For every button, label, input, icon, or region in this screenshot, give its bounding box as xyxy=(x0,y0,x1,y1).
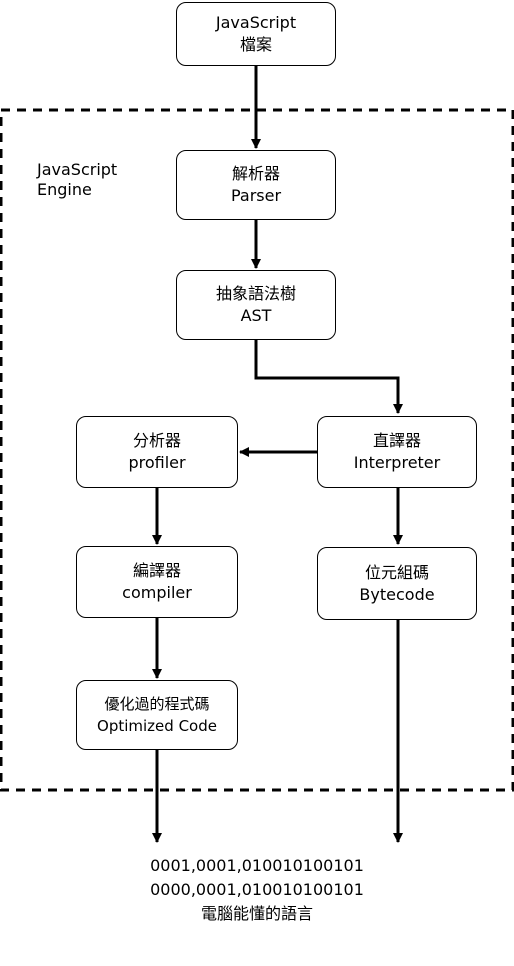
node-optimized-code-line2: Optimized Code xyxy=(97,717,217,735)
node-compiler-line1: 編譯器 xyxy=(132,561,181,580)
node-ast: 抽象語法樹 AST xyxy=(176,270,336,340)
machine-code-output: 0001,0001,010010100101 0000,0001,0100101… xyxy=(0,854,514,926)
node-js-file: JavaScript 檔案 xyxy=(176,2,336,66)
node-interpreter-line1: 直譯器 xyxy=(372,431,421,450)
output-line1: 0001,0001,010010100101 xyxy=(150,856,364,875)
engine-label-line2: Engine xyxy=(37,180,92,199)
arrow-ast-to-interpreter xyxy=(254,340,403,414)
node-parser-line1: 解析器 xyxy=(231,164,280,183)
output-caption: 電腦能懂的語言 xyxy=(200,904,313,923)
engine-label-line1: JavaScript xyxy=(37,160,118,179)
engine-label: JavaScript Engine xyxy=(37,160,117,200)
node-bytecode: 位元組碼 Bytecode xyxy=(317,547,477,620)
node-interpreter: 直譯器 Interpreter xyxy=(317,416,477,488)
node-optimized-code: 優化過的程式碼 Optimized Code xyxy=(76,680,238,750)
node-compiler: 編譯器 compiler xyxy=(76,546,238,618)
node-compiler-line2: compiler xyxy=(122,583,192,602)
node-ast-line1: 抽象語法樹 xyxy=(215,284,296,303)
node-profiler: 分析器 profiler xyxy=(76,416,238,488)
node-profiler-line2: profiler xyxy=(128,453,186,472)
node-optimized-code-line1: 優化過的程式碼 xyxy=(104,695,210,713)
output-line2: 0000,0001,010010100101 xyxy=(150,880,364,899)
node-bytecode-line1: 位元組碼 xyxy=(364,562,429,582)
node-ast-line2: AST xyxy=(240,306,272,325)
node-interpreter-line2: Interpreter xyxy=(353,453,441,472)
node-profiler-line1: 分析器 xyxy=(132,431,181,450)
node-js-file-line2: 檔案 xyxy=(239,35,272,54)
node-parser-line2: Parser xyxy=(230,186,282,205)
node-parser: 解析器 Parser xyxy=(176,150,336,220)
node-bytecode-line2: Bytecode xyxy=(359,584,435,604)
node-js-file-line1: JavaScript xyxy=(215,13,297,32)
